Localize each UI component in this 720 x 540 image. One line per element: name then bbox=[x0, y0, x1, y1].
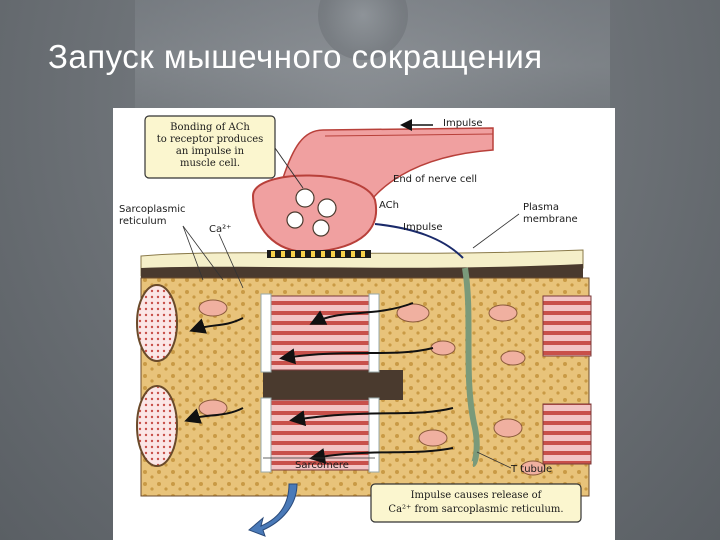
callout-top-line: Bonding of ACh bbox=[170, 122, 250, 133]
label-membrane: membrane bbox=[523, 214, 578, 225]
vesicle bbox=[286, 211, 304, 229]
muscle-fiber bbox=[136, 249, 592, 497]
label-impulse-top: Impulse bbox=[443, 118, 483, 129]
blue-arrow bbox=[248, 483, 298, 537]
callout-top-line: an impulse in bbox=[176, 146, 245, 157]
label-sarcoplasmic: Sarcoplasmic bbox=[119, 204, 185, 215]
label-t-tubule: T tubule bbox=[510, 464, 552, 475]
fiber-end-lower bbox=[136, 385, 178, 467]
diagram-svg: Bonding of ACh to receptor produces an i… bbox=[119, 115, 592, 537]
callout-top-line: to receptor produces bbox=[157, 134, 264, 145]
slide-title: Запуск мышечного сокращения bbox=[48, 38, 543, 75]
label-ca-ion: Ca²⁺ bbox=[209, 224, 231, 235]
t-tubule bbox=[462, 267, 480, 467]
myofibril-upper bbox=[262, 295, 376, 371]
label-reticulum: reticulum bbox=[119, 216, 166, 227]
callout-bottom-line: Ca²⁺ from sarcoplasmic reticulum. bbox=[388, 504, 563, 515]
vesicle bbox=[312, 219, 330, 237]
label-plasma: Plasma bbox=[523, 202, 559, 213]
vesicle bbox=[295, 188, 315, 208]
callout-top-line: muscle cell. bbox=[180, 158, 240, 169]
vesicle bbox=[317, 198, 337, 218]
label-sarcomere: Sarcomere bbox=[295, 460, 349, 471]
label-impulse-mid: Impulse bbox=[403, 222, 443, 233]
muscle-contraction-diagram: Bonding of ACh to receptor produces an i… bbox=[113, 108, 615, 540]
callout-top: Bonding of ACh to receptor produces an i… bbox=[144, 115, 304, 189]
label-ach: ACh bbox=[379, 200, 399, 211]
fiber-end-upper bbox=[136, 284, 178, 362]
nerve-ending bbox=[251, 119, 494, 259]
callout-bottom: Impulse causes release of Ca²⁺ from sarc… bbox=[370, 483, 582, 523]
callout-bottom-line: Impulse causes release of bbox=[411, 490, 543, 501]
label-end-of-nerve-cell: End of nerve cell bbox=[393, 174, 477, 185]
synaptic-terminal bbox=[251, 174, 378, 254]
